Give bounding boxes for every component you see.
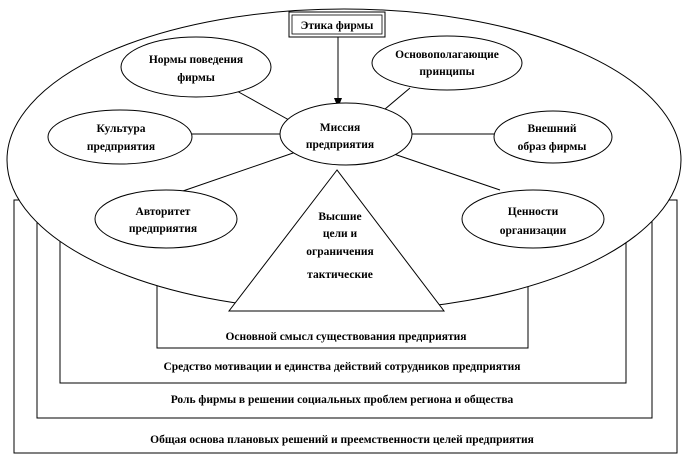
authority-ellipse <box>94 189 238 249</box>
values-label-2: организации <box>500 225 567 237</box>
image-ellipse <box>493 110 613 164</box>
triangle-label-2: цели и <box>323 228 358 240</box>
values-label-1: Ценности <box>508 206 559 218</box>
mission-label-2: предприятия <box>306 139 374 151</box>
connector-lines <box>179 37 501 193</box>
culture-ellipse <box>47 109 193 165</box>
ethics-label: Этика фирмы <box>301 20 374 32</box>
authority-label-2: предприятия <box>129 223 197 235</box>
triangle-label-4: тактические <box>307 269 373 281</box>
level-label-1: Основной смысл существования предприятия <box>225 331 466 343</box>
triangle-label-3: ограничения <box>306 246 373 258</box>
culture-label-2: предприятия <box>87 141 155 153</box>
ethics-box-outer <box>288 11 386 38</box>
goals-triangle <box>227 169 446 312</box>
norms-label-1: Нормы поведения <box>149 54 243 66</box>
authority-label-1: Авторитет <box>136 206 191 218</box>
norms-label-2: фирмы <box>177 72 215 84</box>
principles-label-2: принципы <box>419 66 474 78</box>
connector-values <box>387 151 501 191</box>
image-label-2: образ фирмы <box>518 141 587 153</box>
values-ellipse <box>461 189 605 249</box>
mission-ellipse <box>279 102 413 166</box>
level-label-3: Роль фирмы в решении социальных проблем … <box>171 394 514 406</box>
ethics-box-inner <box>291 14 383 35</box>
principles-ellipse <box>371 35 523 91</box>
level-label-2: Средство мотивации и единства действий с… <box>163 361 520 373</box>
norms-ellipse <box>120 36 272 98</box>
connector-authority <box>179 151 297 193</box>
triangle-label-1: Высшие <box>318 211 361 223</box>
culture-label-1: Культура <box>96 123 145 135</box>
mission-label-1: Миссия <box>320 122 361 134</box>
principles-label-1: Основополагающие <box>395 49 499 61</box>
level-label-4: Общая основа плановых решений и преемств… <box>150 434 534 446</box>
image-label-1: Внешний <box>528 123 577 135</box>
